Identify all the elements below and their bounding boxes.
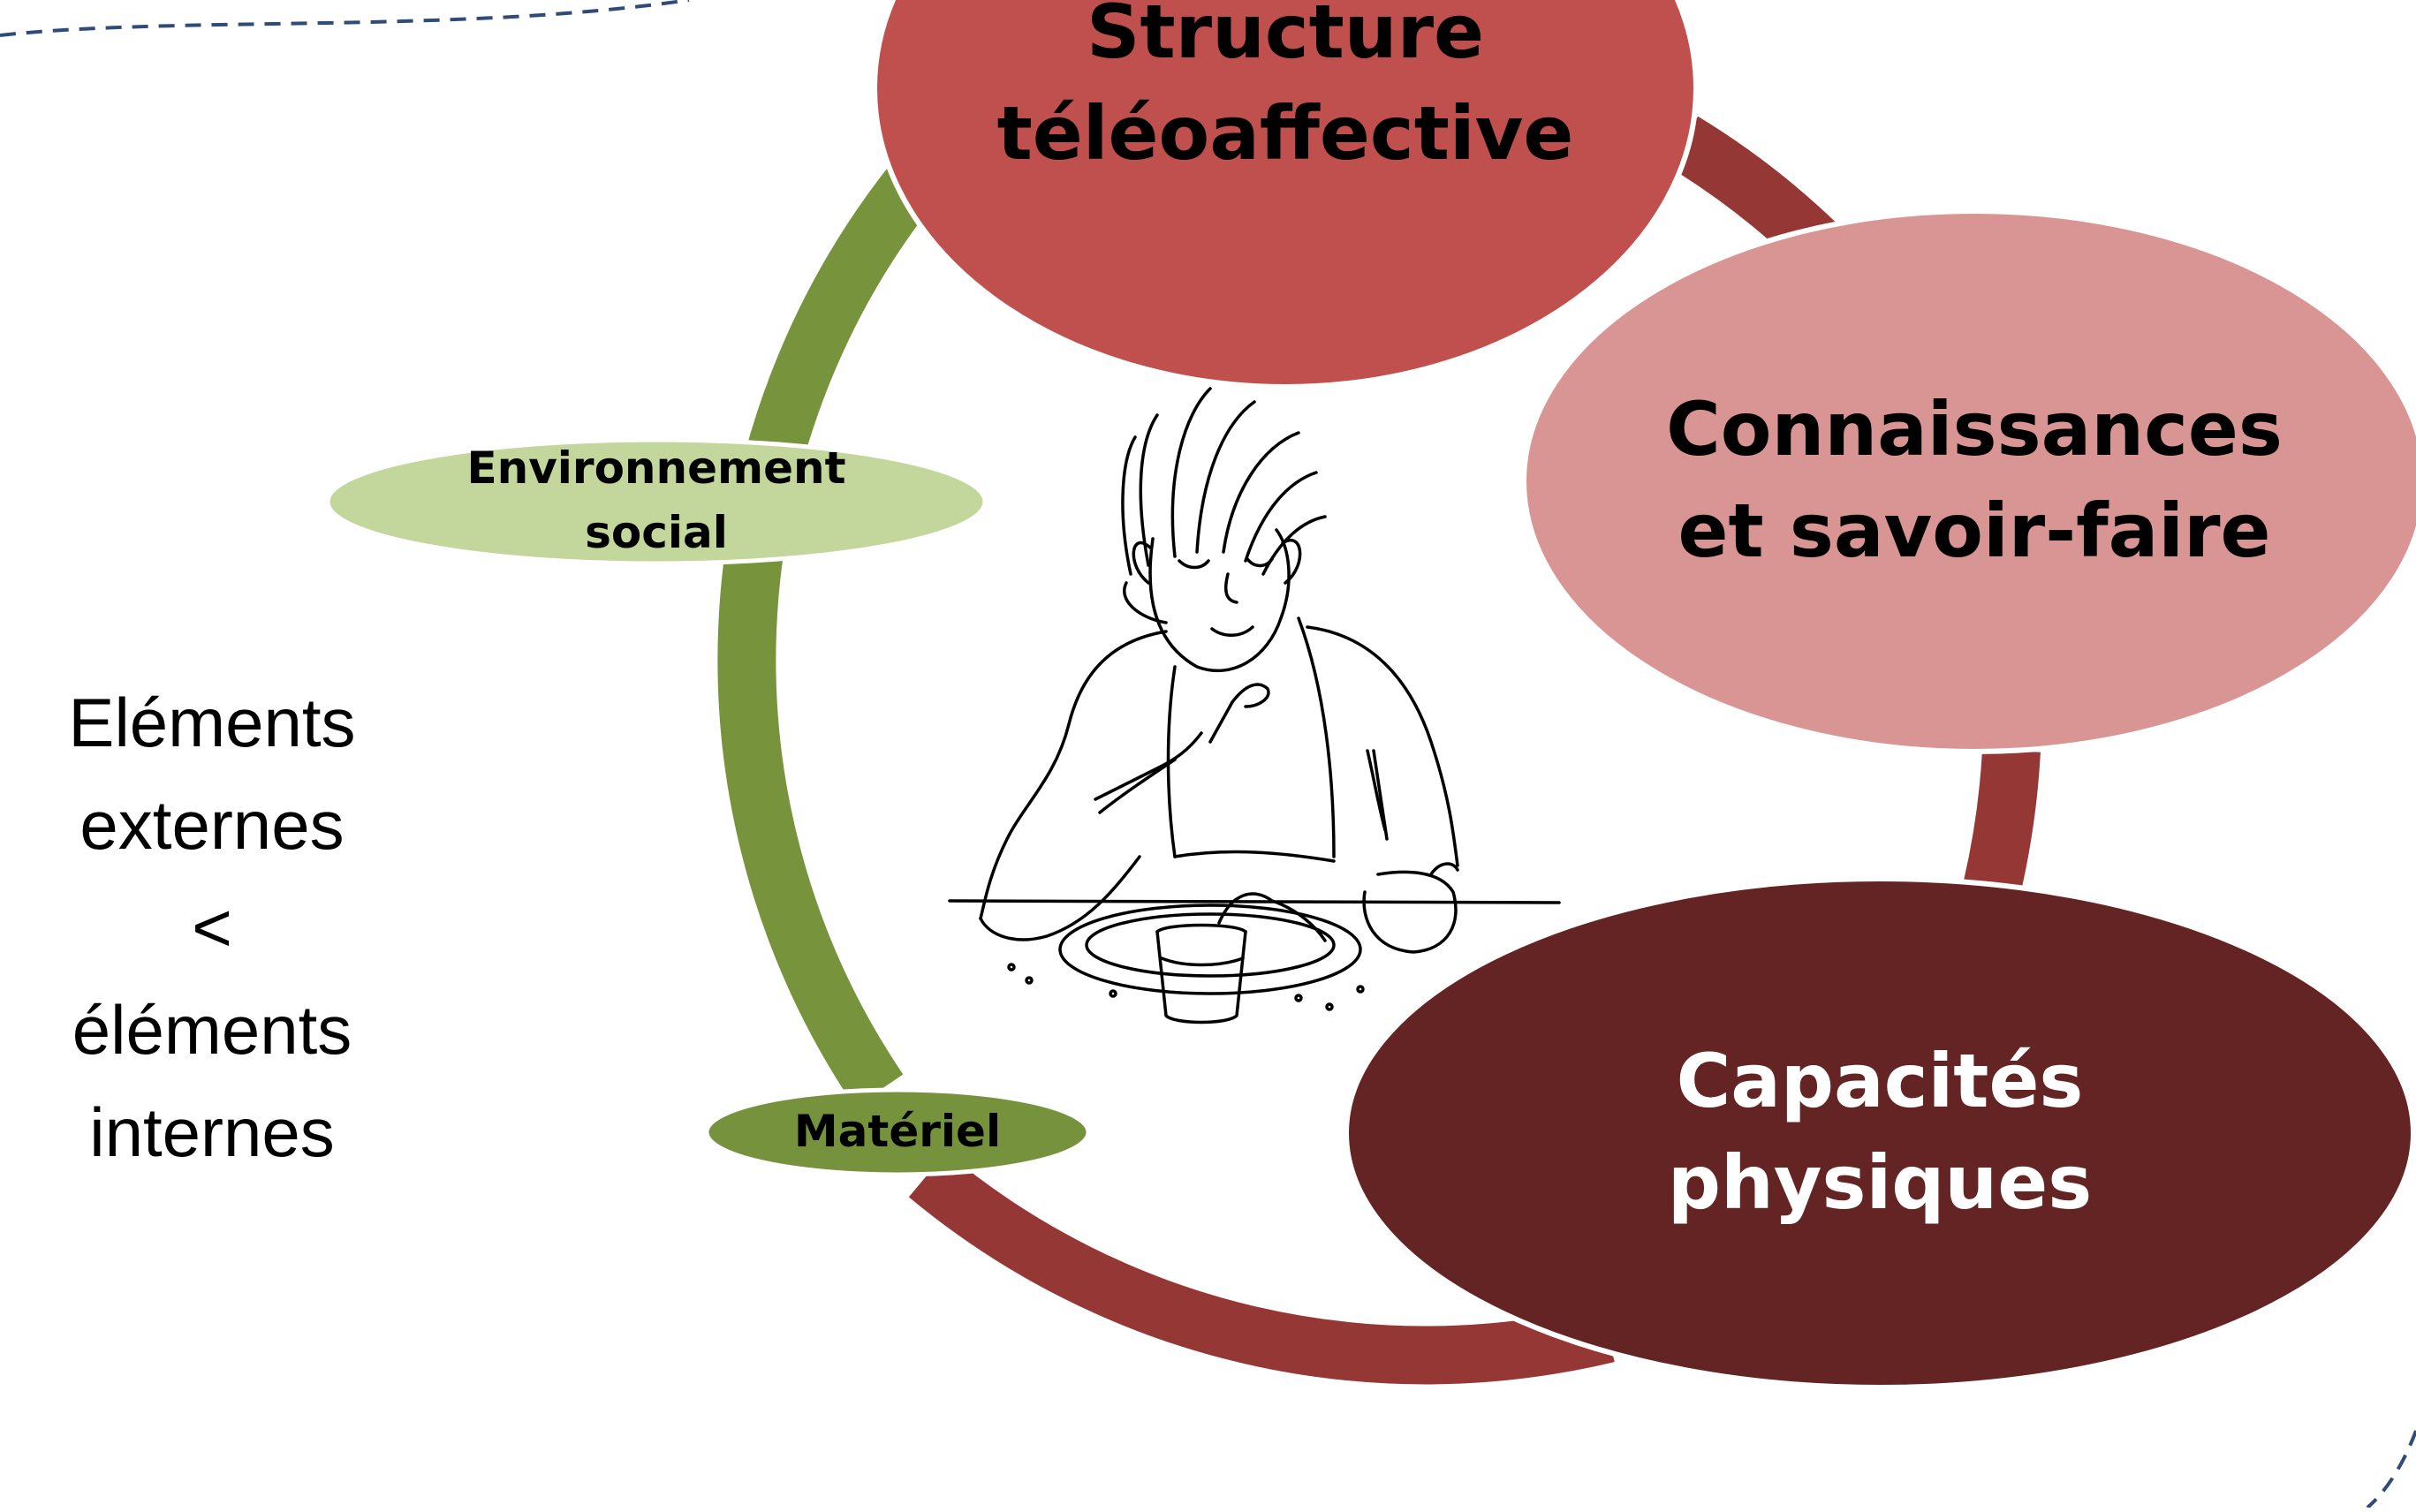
node-environnement-line1: Environnement <box>466 442 845 494</box>
dashed-border-top <box>0 0 690 37</box>
node-connaissances: Connaissances et savoir-faire <box>1521 208 2416 754</box>
person-eating-drawing <box>948 387 1561 1024</box>
node-materiel: Matériel <box>704 1087 1091 1177</box>
node-environnement: Environnement social <box>325 437 988 566</box>
side-text-line2: externes <box>80 786 345 864</box>
dashed-border-bottom <box>2366 1430 2416 1509</box>
node-structure-line1: Structure <box>1087 0 1484 75</box>
node-environnement-line2: social <box>585 507 728 558</box>
side-text-line3: < <box>192 888 232 966</box>
node-structure: Structure téléoaffective <box>872 0 1699 389</box>
side-text-line1: Eléments <box>68 684 356 761</box>
side-text-block: Eléments externes < éléments internes <box>18 671 406 1183</box>
node-materiel-label: Matériel <box>794 1106 1001 1157</box>
ring-arc-green <box>717 163 937 1108</box>
node-connaissances-line2: et savoir-faire <box>1678 488 2270 574</box>
side-text-line5: internes <box>89 1093 335 1171</box>
ring-arc-red-bottom <box>908 1152 1615 1385</box>
node-capacites-line2: physiques <box>1668 1139 2092 1226</box>
node-capacites-line1: Capacités <box>1677 1038 2084 1124</box>
node-connaissances-line1: Connaissances <box>1666 386 2283 472</box>
ring-arc-red-right <box>1963 748 2041 895</box>
side-text-line4: éléments <box>72 991 352 1069</box>
node-structure-line2: téléoaffective <box>997 90 1574 177</box>
node-capacites: Capacités physiques <box>1344 876 2416 1390</box>
